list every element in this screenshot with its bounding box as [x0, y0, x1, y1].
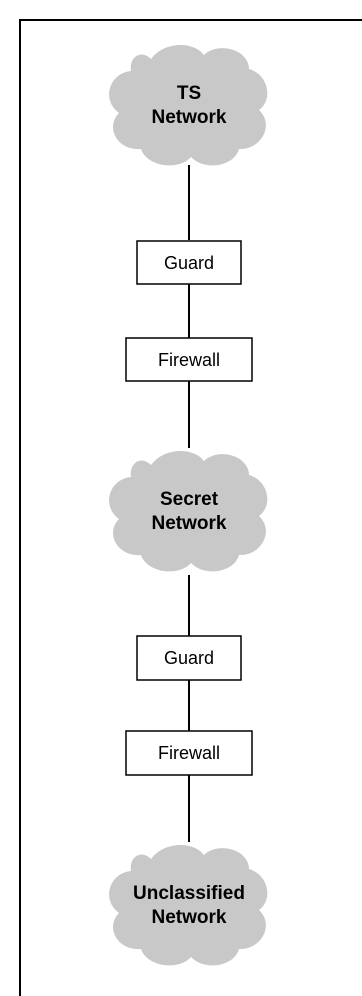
secret-network-label-line-2: Network	[152, 513, 227, 534]
guard-1-box: Guard	[136, 240, 242, 285]
cloud-shape	[109, 44, 268, 166]
guard-2-box: Guard	[136, 635, 242, 681]
guard-2-rect	[136, 635, 242, 681]
ts-network-label-line-1: TS	[177, 83, 201, 104]
firewall-2-label: Firewall	[158, 743, 220, 763]
guard-2-label: Guard	[164, 648, 214, 668]
cloud-shape	[109, 450, 268, 572]
guard-1-rect	[136, 240, 242, 285]
ts-network-cloud: TS Network	[109, 44, 268, 166]
firewall-1-rect	[125, 337, 253, 382]
unclassified-network-label-line-2: Network	[152, 907, 227, 928]
unclassified-network-label-line-1: Unclassified	[133, 883, 245, 904]
cloud-shape	[109, 844, 268, 966]
firewall-1-box: Firewall	[125, 337, 253, 382]
secret-network-cloud: Secret Network	[109, 450, 268, 572]
diagram-frame	[19, 19, 362, 996]
firewall-1-label: Firewall	[158, 350, 220, 370]
ts-network-label-line-2: Network	[152, 107, 227, 128]
unclassified-network-cloud: Unclassified Network	[109, 844, 268, 966]
firewall-2-box: Firewall	[125, 730, 253, 776]
firewall-2-rect	[125, 730, 253, 776]
secret-network-label-line-1: Secret	[160, 489, 219, 510]
guard-1-label: Guard	[164, 253, 214, 273]
